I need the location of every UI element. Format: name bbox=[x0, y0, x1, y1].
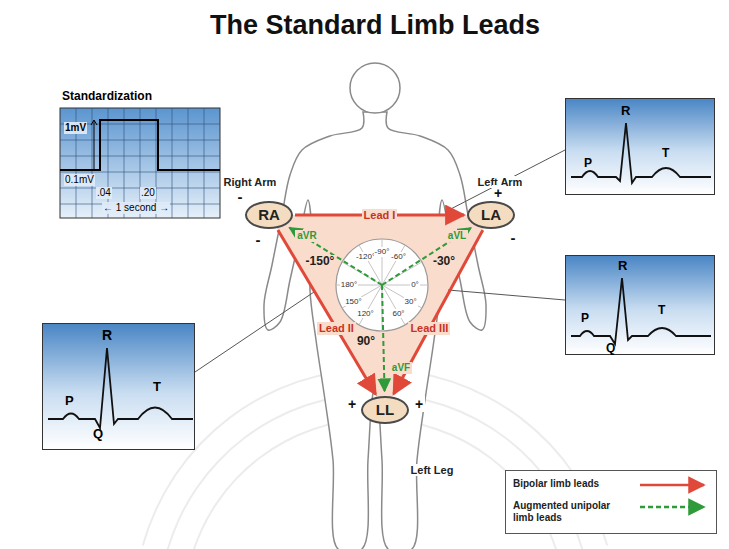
axis-degree: 120° bbox=[356, 309, 375, 318]
einthoven-triangle bbox=[269, 215, 491, 410]
limb-name: Left Leg bbox=[409, 464, 456, 477]
axis-degree: 90° bbox=[355, 335, 377, 349]
connectors bbox=[278, 215, 483, 394]
wave-label: R bbox=[102, 327, 112, 343]
augmented-lead-arrow bbox=[382, 285, 385, 391]
axis-degree: 0° bbox=[410, 280, 420, 289]
axis-degree: -90° bbox=[374, 247, 391, 256]
legend-text: Bipolar limb leads bbox=[511, 478, 633, 490]
polarity-sign: - bbox=[236, 188, 245, 205]
wave-label: T bbox=[662, 147, 669, 161]
standardization-grid bbox=[40, 90, 222, 220]
polarity-sign: - bbox=[509, 229, 518, 246]
leader-line bbox=[448, 290, 565, 300]
axis-degree: -30° bbox=[431, 255, 457, 269]
wave-label: T bbox=[153, 380, 161, 395]
standardization-label: .20 bbox=[140, 187, 156, 199]
augmented-lead-name: aVR bbox=[295, 230, 318, 242]
augmented-lead-name: aVF bbox=[390, 362, 412, 374]
wave-label: Q bbox=[606, 342, 615, 356]
axis-degree: -60° bbox=[390, 252, 407, 261]
limb-name: Right Arm bbox=[222, 176, 279, 189]
lead-name: Lead I bbox=[362, 209, 398, 222]
ecg-waveform bbox=[43, 324, 196, 451]
lead-name: Lead II bbox=[317, 322, 356, 335]
electrode: RA bbox=[245, 201, 293, 229]
augmented-lead-name: aVL bbox=[446, 230, 468, 242]
lead-connector bbox=[278, 230, 376, 394]
electrode: LA bbox=[467, 201, 515, 229]
legend-text: Augmented unipolar limb leads bbox=[511, 500, 633, 523]
wave-label: T bbox=[658, 304, 665, 318]
leader-line bbox=[195, 292, 314, 372]
electrode: LL bbox=[361, 396, 409, 424]
body-outline bbox=[264, 112, 486, 549]
head-outline bbox=[350, 63, 400, 113]
standardization-panel: Standardization 1mV 0.1mV.04 .20 ← 1 second … bbox=[40, 90, 222, 220]
legend-sample bbox=[640, 484, 704, 487]
diagram-title: The Standard Limb Leads bbox=[208, 10, 542, 41]
wave-label: R bbox=[621, 104, 630, 119]
standardization-label: 1mV bbox=[64, 122, 87, 134]
axis-degree: 60° bbox=[391, 309, 405, 318]
axis-degree: 150° bbox=[344, 297, 363, 306]
axis-degree: 180° bbox=[340, 280, 359, 289]
polarity-sign: + bbox=[492, 185, 504, 201]
augmented-leads bbox=[290, 228, 471, 391]
wave-label: Q bbox=[93, 427, 103, 442]
polarity-sign: + bbox=[413, 396, 425, 412]
wave-label: R bbox=[618, 259, 627, 274]
polarity-sign: + bbox=[346, 396, 358, 412]
standardization-label: ← 1 second → bbox=[102, 202, 170, 214]
standardization-label: .04 bbox=[96, 187, 112, 199]
axis-degree: -150° bbox=[304, 255, 337, 269]
standardization-label: Standardization bbox=[62, 90, 152, 104]
augmented-lead-arrow bbox=[290, 228, 382, 285]
electrode-label: LA bbox=[481, 206, 501, 223]
ecg-panel: R P T Q bbox=[42, 323, 195, 450]
standardization-label: 0.1mV bbox=[64, 174, 95, 186]
ecg-waveform bbox=[566, 256, 716, 356]
axis-degree: 30° bbox=[404, 297, 418, 306]
wave-label: P bbox=[584, 157, 592, 171]
ecg-panel: R P T Q bbox=[565, 255, 715, 355]
electrode-label: LL bbox=[376, 401, 394, 418]
electrode-label: RA bbox=[258, 206, 280, 223]
wave-label: P bbox=[65, 394, 74, 409]
ecg-panel: R P T bbox=[565, 98, 715, 195]
leader-lines bbox=[195, 150, 565, 372]
legend-sample bbox=[640, 506, 704, 509]
polarity-sign: - bbox=[254, 231, 263, 248]
ecg-waveform bbox=[566, 99, 716, 196]
wave-label: P bbox=[581, 312, 589, 326]
lead-name: Lead III bbox=[408, 322, 450, 335]
